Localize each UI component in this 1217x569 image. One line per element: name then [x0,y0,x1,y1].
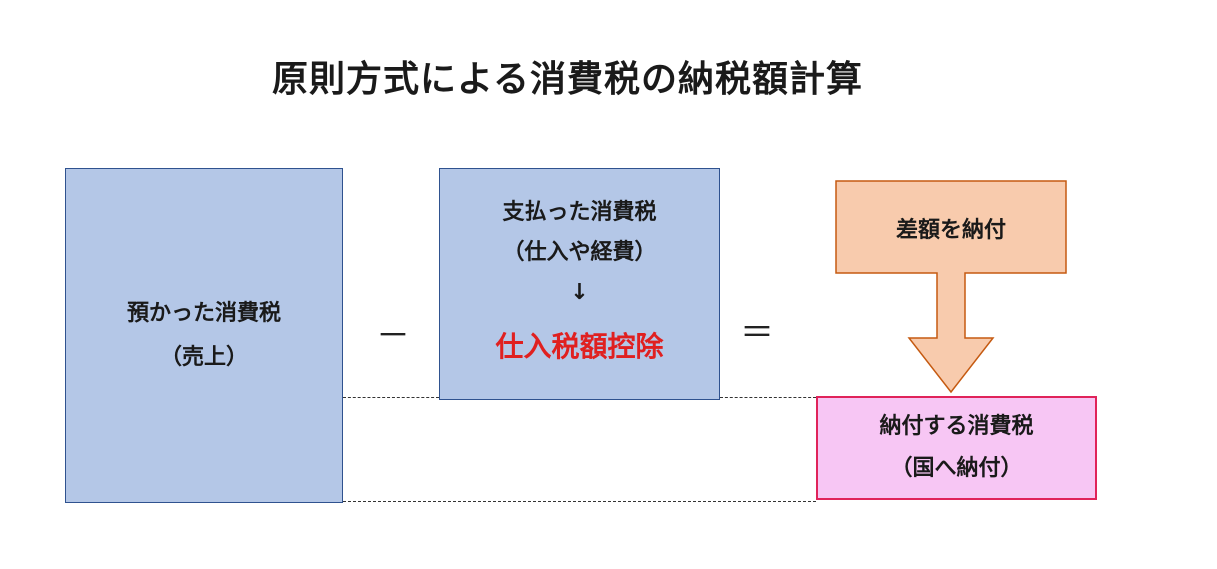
paid-tax-sublabel: （仕入や経費） [502,240,657,265]
payable-tax-sublabel: （国へ納付） [890,456,1023,481]
collected-tax-box: 預かった消費税 （売上） [65,168,343,503]
dashed-line-bottom [343,501,816,502]
payable-tax-box: 納付する消費税 （国へ納付） [816,396,1097,500]
dashed-line-top-left [343,397,439,398]
equals-operator: ＝ [740,313,774,353]
payable-tax-label: 納付する消費税 [879,414,1034,439]
collected-tax-sublabel: （売上） [159,344,248,370]
down-arrow-icon: ↓ [570,280,589,305]
paid-tax-label: 支払った消費税 [502,200,657,225]
difference-arrow-shape [835,180,1067,394]
paid-tax-box: 支払った消費税 （仕入や経費） ↓ 仕入税額控除 [439,168,720,400]
difference-arrow-label: 差額を納付 [895,218,1006,243]
dashed-line-top-right [720,397,816,398]
collected-tax-label: 預かった消費税 [126,300,281,326]
minus-operator: － [376,316,410,356]
diagram-title: 原則方式による消費税の納税額計算 [272,59,863,100]
input-tax-credit-label: 仕入税額控除 [495,330,664,363]
